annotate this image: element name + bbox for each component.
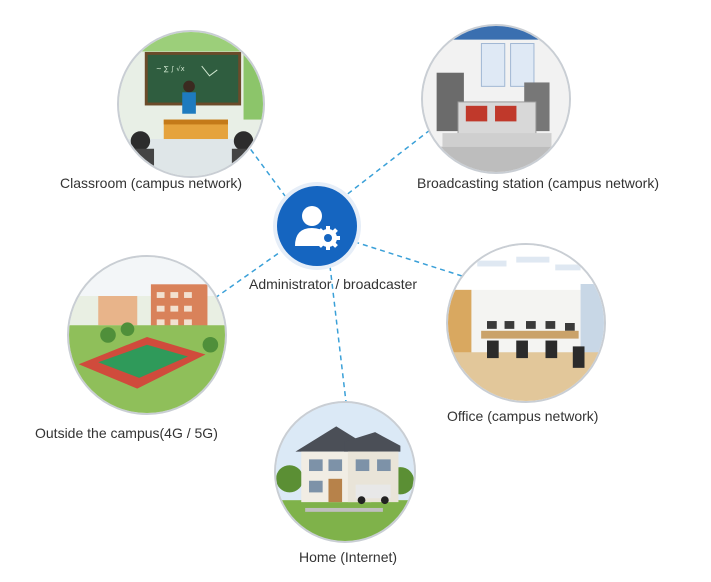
office-photo xyxy=(446,243,606,403)
admin-gear-icon xyxy=(295,206,340,250)
home-label: Home (Internet) xyxy=(299,549,398,565)
classroom-label: Classroom (campus network) xyxy=(60,175,243,191)
administrator-label: Administrator / broadcaster xyxy=(249,276,418,292)
broadcasting-station-photo xyxy=(421,24,571,174)
administrator-hub xyxy=(277,186,357,266)
office-label: Office (campus network) xyxy=(447,408,599,424)
outside-campus-label: Outside the campus(4G / 5G) xyxy=(35,425,218,441)
link-outside xyxy=(214,249,284,299)
broadcasting-station-label: Broadcasting station (campus network) xyxy=(417,175,659,191)
link-office xyxy=(354,241,463,277)
svg-text:~ ∑ ∫ √x: ~ ∑ ∫ √x xyxy=(156,65,185,73)
classroom-photo: ~ ∑ ∫ √x xyxy=(117,30,265,178)
link-home xyxy=(329,265,347,403)
home-photo xyxy=(274,401,416,543)
outside-campus-photo xyxy=(67,255,227,415)
